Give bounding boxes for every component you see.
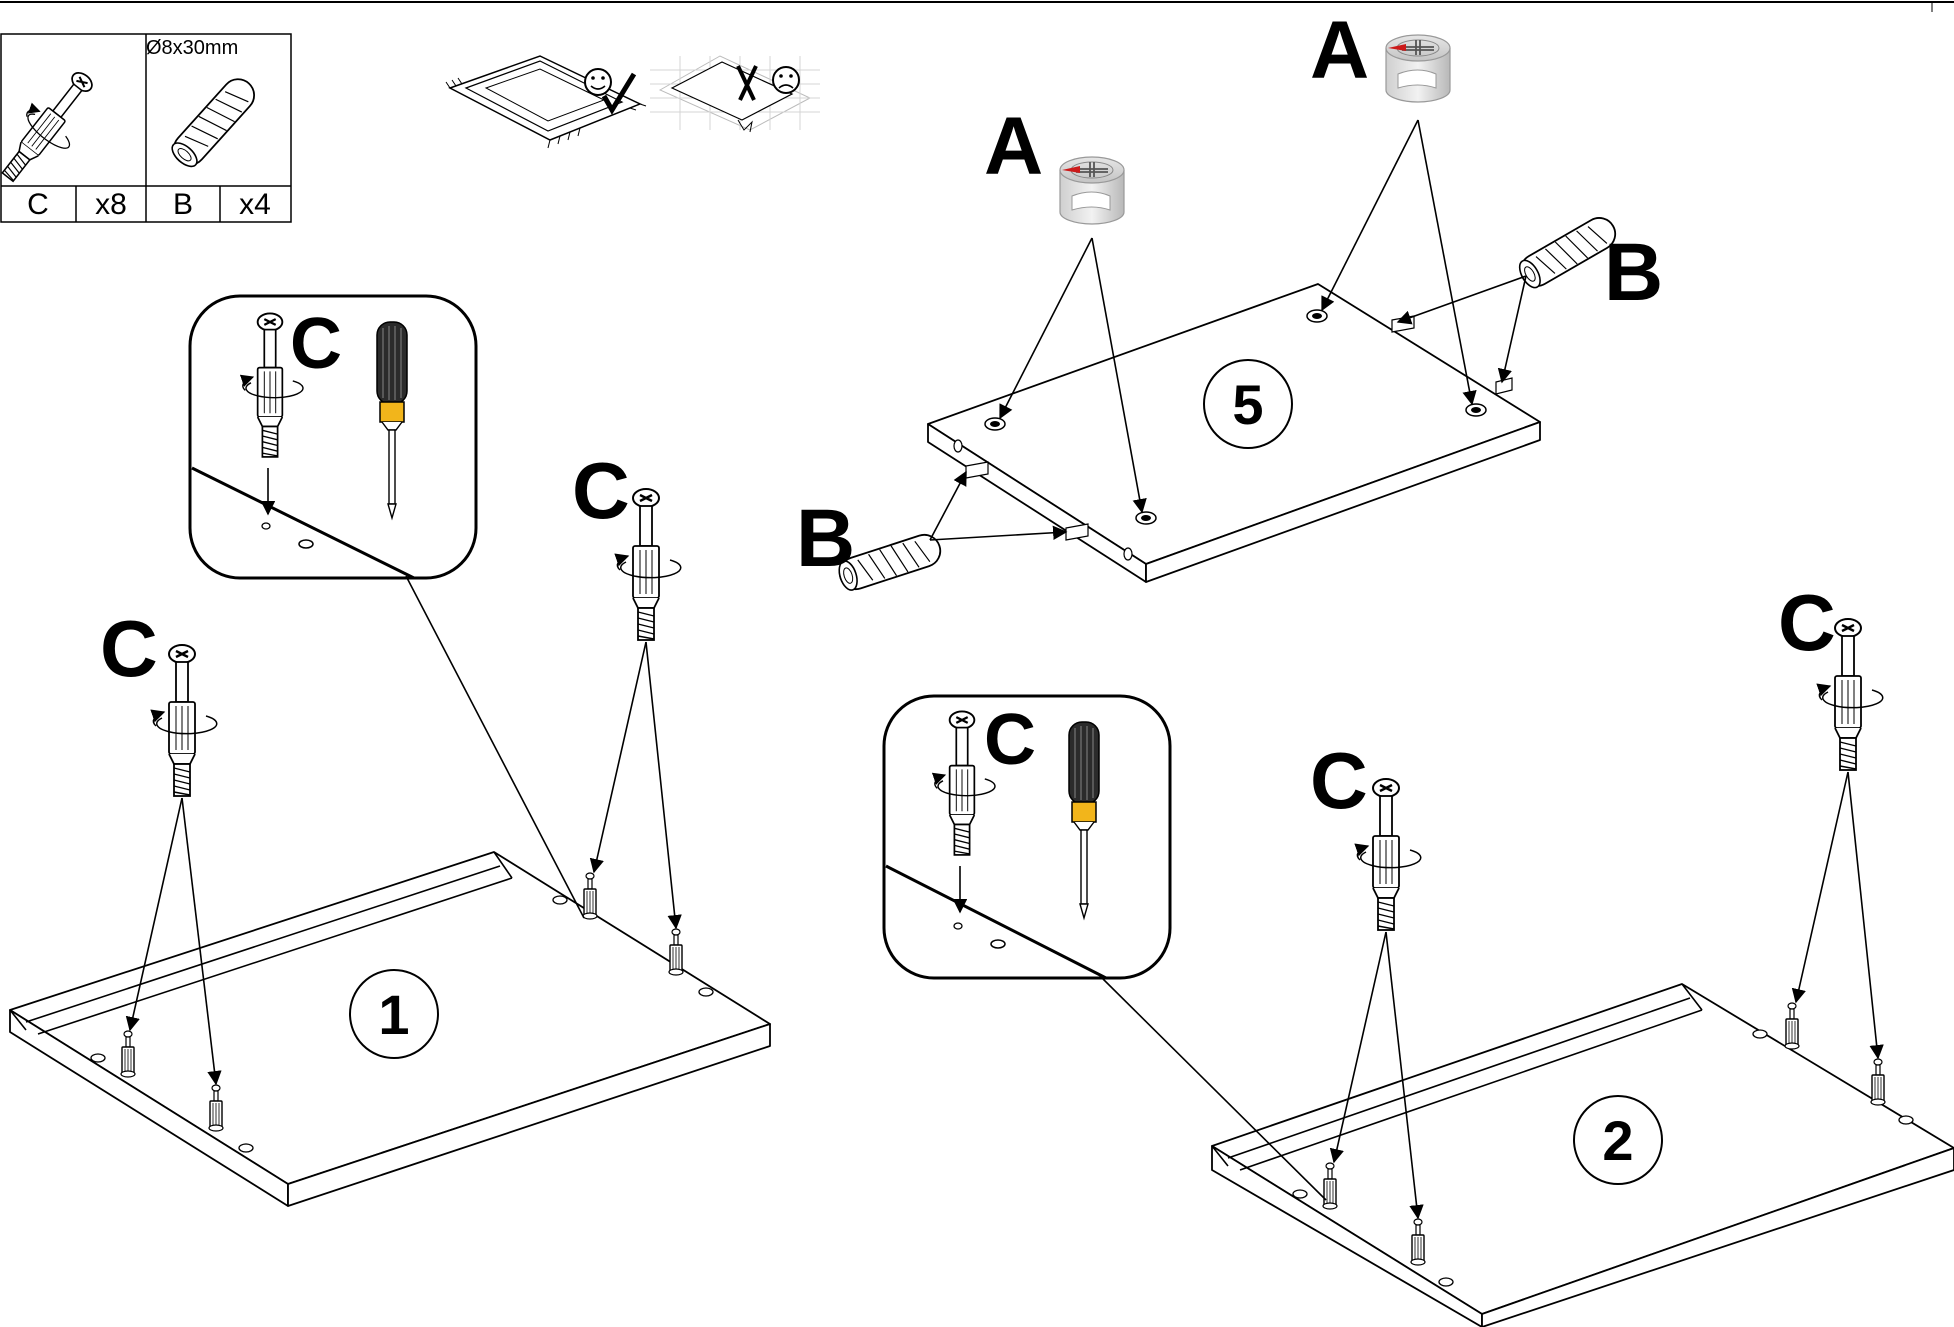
dowel-b-left-label: B [796, 493, 855, 584]
floor-bad-icon [650, 55, 820, 133]
panel-2-front-edge [1211, 1145, 1483, 1327]
screw-c-panel2-left-label: C [1310, 736, 1368, 825]
panel-1-number-circle [349, 969, 439, 1059]
dowel-b-qty: x4 [239, 188, 271, 221]
dowel-size-label: Ø8x30mm [146, 37, 238, 59]
panel-1-assembly: 1 C C [9, 446, 771, 1207]
panel-5-number-circle [1203, 359, 1293, 449]
zoom-detail-1: C [188, 294, 585, 919]
screw-c-panel1-left-label: C [100, 604, 158, 693]
dowel-b-right-label: B [1604, 227, 1663, 318]
cam-a-right [1385, 34, 1451, 103]
panel-2-number-circle [1573, 1095, 1663, 1185]
rug-good-icon [445, 55, 647, 149]
cam-a-left [1059, 156, 1125, 225]
screw-c-panel1-left [153, 645, 216, 796]
screw-c-qty: x8 [95, 188, 127, 221]
screw-c-letter: C [27, 188, 49, 221]
work-surface-hint [445, 55, 820, 149]
zoom-1-screw-label: C [290, 304, 342, 384]
panel-5-assembly: 5 A A B B [796, 5, 1663, 595]
panel-1-number: 1 [378, 983, 409, 1046]
panel-5-side-edge [1145, 421, 1541, 583]
cam-a-left-label: A [984, 101, 1043, 192]
panel-2-assembly: 2 C C [1211, 578, 1954, 1327]
panel-2-number: 2 [1602, 1109, 1633, 1172]
cam-a-right-label: A [1310, 5, 1369, 96]
parts-table: Ø8x30mm C x8 B x4 [0, 33, 292, 223]
panel-1-side-edge [287, 1023, 771, 1207]
screw-c-panel2-right-label: C [1778, 578, 1836, 667]
panel-5-number: 5 [1232, 373, 1263, 436]
dowel-b-letter: B [173, 188, 193, 221]
zoom-detail-2: C [882, 694, 1327, 1201]
panel-2-side-edge [1481, 1147, 1954, 1327]
screw-c-panel1-right-label: C [572, 446, 630, 535]
zoom-2-screw-label: C [984, 700, 1036, 780]
